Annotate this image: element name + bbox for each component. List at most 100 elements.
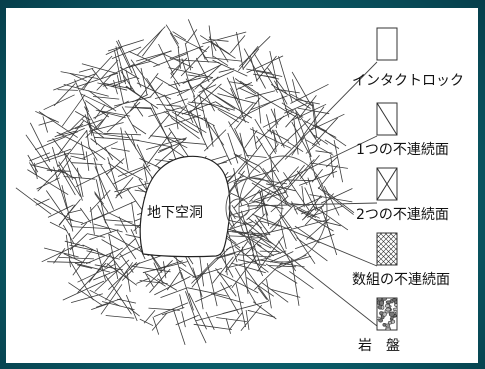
rock-joint: [284, 148, 297, 160]
granule: [392, 307, 397, 312]
rock-joint: [84, 102, 93, 136]
rock-joint: [30, 164, 68, 174]
rock-joint: [34, 136, 66, 151]
rock-joint: [85, 151, 90, 171]
rock-joint: [234, 128, 247, 155]
leader-line-intact: [233, 61, 378, 209]
rock-joint: [124, 106, 151, 109]
rock-joint: [257, 236, 284, 272]
rock-joint: [216, 317, 247, 322]
hatch-line: [389, 257, 397, 265]
rock-joint: [210, 293, 244, 304]
rock-joint: [94, 259, 130, 292]
hatch-line: [400, 233, 432, 265]
rock-joint: [293, 120, 299, 155]
rock-joint: [252, 253, 264, 277]
rock-joint: [158, 43, 175, 76]
rock-joint: [49, 221, 68, 232]
rock-joint: [315, 150, 333, 154]
rock-joint: [261, 282, 289, 303]
rock-joint: [215, 252, 236, 260]
rock-joint: [279, 255, 312, 266]
rock-joint: [136, 26, 166, 56]
rock-joint: [161, 307, 185, 316]
rock-joint: [82, 77, 92, 91]
rock-joint: [284, 179, 314, 182]
rock-joint: [251, 200, 284, 210]
hatch-line: [377, 237, 397, 259]
rock-joint: [220, 282, 240, 315]
rock-joint: [231, 204, 247, 227]
rock-joint: [47, 131, 78, 142]
rock-joint: [301, 208, 315, 221]
rock-joint: [106, 102, 141, 133]
rock-joint: [177, 77, 213, 97]
rock-joint: [244, 129, 258, 149]
rock-joint: [75, 167, 115, 188]
rock-joint: [256, 244, 275, 257]
rock-joint: [150, 135, 186, 141]
rock-joint: [238, 36, 271, 67]
rock-joint: [141, 29, 163, 57]
rock-joint: [163, 94, 175, 112]
rock-joint: [267, 166, 299, 202]
leader-line-two-sets: [246, 202, 378, 207]
rock-joint: [149, 268, 171, 293]
rock-joint: [148, 114, 170, 139]
hatch-line: [377, 233, 393, 249]
rock-joint: [225, 158, 249, 186]
rock-joint: [117, 298, 137, 304]
rock-joint: [193, 95, 203, 137]
rock-joint: [64, 240, 85, 247]
rock-joint: [96, 298, 121, 308]
rock-joint: [58, 161, 81, 197]
rock-joint: [36, 177, 60, 190]
rock-joint: [72, 248, 94, 276]
rock-joint: [111, 80, 127, 88]
rock-joint: [314, 134, 328, 145]
rock-joint: [228, 81, 254, 86]
rock-joint: [225, 318, 231, 334]
rock-joint: [29, 122, 51, 162]
granule: [377, 298, 382, 302]
rock-joint: [56, 131, 94, 152]
rock-joint: [330, 154, 334, 178]
rock-joint: [140, 67, 148, 95]
rock-joint: [234, 246, 269, 273]
rock-joint: [89, 289, 121, 307]
rock-joint: [120, 127, 129, 171]
rock-joint: [114, 182, 150, 193]
rock-joint: [217, 93, 257, 104]
rock-joint: [229, 103, 254, 127]
rock-joint: [269, 288, 301, 298]
legend-symbol-two-sets: [376, 167, 398, 201]
rock-joint: [278, 56, 293, 103]
rock-joint: [171, 117, 200, 140]
rock-joint: [216, 246, 256, 259]
rock-joint: [239, 132, 251, 179]
rock-joint: [131, 134, 137, 150]
granule: [379, 300, 385, 306]
rock-joint: [180, 272, 194, 311]
rock-joint: [154, 138, 187, 167]
rock-joint: [62, 280, 105, 301]
rock-joint: [185, 29, 198, 44]
rock-joint: [116, 40, 133, 74]
rock-joint: [80, 141, 86, 160]
hatch-line: [377, 249, 393, 265]
rock-joint: [173, 80, 194, 124]
rock-joint: [76, 72, 119, 88]
rock-joint: [312, 103, 318, 127]
rock-joint: [25, 134, 53, 173]
rock-joint: [146, 273, 166, 287]
rock-joint: [175, 314, 199, 326]
rock-joint: [238, 87, 258, 97]
rock-joint: [108, 234, 119, 280]
rock-joint: [58, 204, 76, 226]
granule: [390, 319, 396, 324]
rock-joint: [178, 266, 197, 279]
rock-joint: [241, 246, 249, 294]
rock-joint: [150, 103, 170, 142]
rock-joint: [66, 218, 84, 224]
rock-joint: [206, 263, 218, 307]
